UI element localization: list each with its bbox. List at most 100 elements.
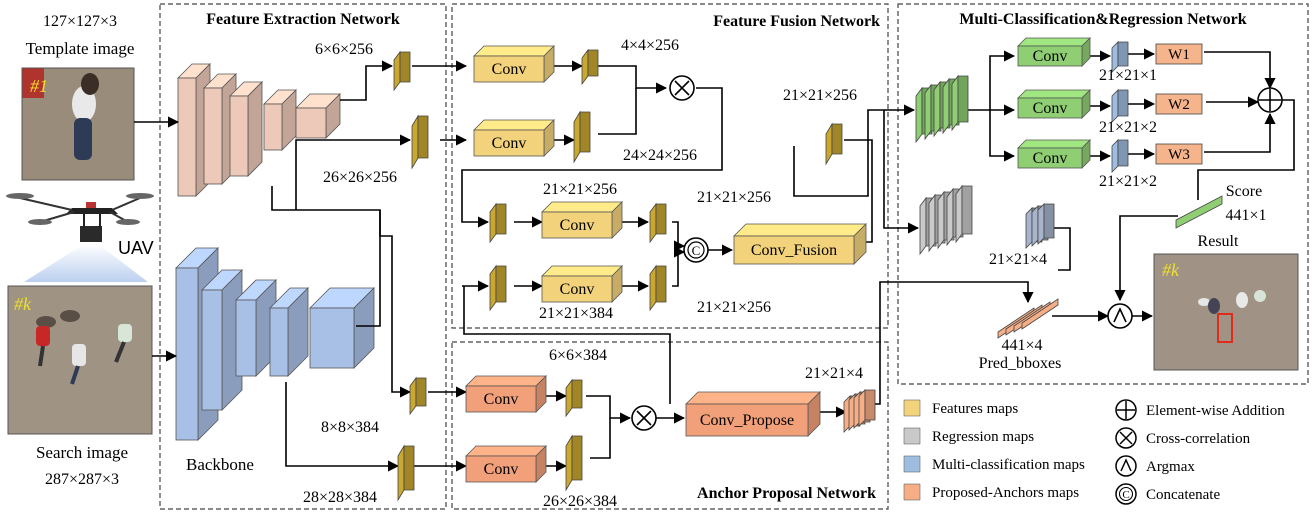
feature-extraction-frame — [159, 3, 447, 510]
fusion-conv-3-label: Conv — [560, 217, 595, 234]
template-branch-layers — [177, 63, 341, 197]
fusion-dims-d: 21×21×256 — [697, 189, 771, 206]
conv-propose-block-label: Conv_Propose — [700, 412, 794, 429]
fusion-dims-e: 21×21×384 — [539, 305, 613, 322]
fusion-concatenate-op: C — [683, 237, 709, 263]
pred-bbox-plate-4 — [1021, 298, 1059, 330]
feature-extraction-title: Feature Extraction Network — [206, 11, 400, 28]
search-tag: #k — [14, 294, 32, 314]
fusion-conv-1-label: Conv — [492, 61, 527, 78]
pred-dims: 441×4 — [1001, 337, 1042, 354]
pred-label: Pred_bboxes — [979, 355, 1062, 372]
fusion-conv-4: Conv — [541, 265, 623, 303]
classification-map-5 — [951, 74, 969, 132]
s2-dims: 28×28×384 — [303, 489, 377, 506]
template-tag: #1 — [30, 76, 48, 96]
class-map-1 — [1111, 41, 1129, 73]
uav-drone-icon — [6, 193, 154, 242]
t1-dims: 6×6×256 — [315, 41, 373, 58]
mcr-conv-3: Conv — [1017, 139, 1091, 169]
fusion-map-a — [581, 48, 599, 86]
fusion-dims-a: 4×4×256 — [621, 37, 679, 54]
fusion-map-e1 — [489, 264, 507, 312]
score-label: Score — [1226, 183, 1262, 200]
weight-2: W2 — [1155, 93, 1203, 115]
search-dims: 287×287×3 — [45, 471, 119, 488]
anchor-cross-correlation-op — [631, 405, 657, 431]
anchor-proposal-title: Anchor Proposal Network — [697, 485, 876, 502]
operator-nodes: C — [631, 75, 1283, 431]
svg-text:C: C — [1122, 489, 1129, 501]
proposed-map-4 — [858, 389, 876, 427]
element-wise-addition-op — [1257, 87, 1283, 113]
anchor-map-b — [565, 434, 583, 492]
score-dims: 441×1 — [1225, 207, 1266, 224]
anchor-map-a — [565, 378, 583, 418]
anchor-dims-c: 21×21×4 — [805, 365, 863, 382]
anchor-conv-1: Conv — [465, 375, 547, 413]
mcr-frame — [897, 3, 1309, 385]
conv-fusion-block-label: Conv_Fusion — [751, 242, 837, 259]
svg-text:C: C — [692, 243, 701, 258]
t2-map — [411, 114, 429, 170]
conv-fusion-block: Conv_Fusion — [733, 223, 867, 265]
weight-3: W3 — [1155, 143, 1203, 165]
weight-1-label: W1 — [1168, 47, 1190, 63]
legend-item-7: Argmax — [1115, 455, 1195, 477]
s1-dims: 8×8×384 — [321, 419, 379, 436]
uav-view-cone — [24, 244, 148, 282]
weight-2-label: W2 — [1168, 97, 1190, 113]
search-image — [7, 285, 153, 435]
weight-3-label: W3 — [1168, 147, 1190, 163]
fusion-map-c1 — [489, 202, 507, 244]
argmax-op — [1107, 303, 1133, 329]
fusion-dims-f: 21×21×256 — [697, 299, 771, 316]
extract-layer-4 — [263, 89, 297, 151]
fusion-map-g — [825, 122, 843, 166]
template-image — [21, 67, 135, 181]
mcr-conv-1-label: Conv — [1033, 48, 1068, 65]
legend-item-8: C Concatenate — [1115, 483, 1220, 505]
weight-1: W1 — [1155, 43, 1203, 65]
fusion-dims-g: 21×21×256 — [783, 87, 857, 104]
legend-label-6: Cross-correlation — [1146, 431, 1251, 447]
legend-item-2: Regression maps — [903, 427, 1034, 445]
fusion-dims-b: 24×24×256 — [623, 147, 697, 164]
result-image — [1153, 253, 1299, 371]
legend-label-4: Proposed-Anchors maps — [932, 485, 1079, 501]
mcr-conv-1: Conv — [1017, 37, 1091, 67]
circled-times-icon — [1115, 427, 1137, 449]
fusion-conv-1: Conv — [473, 45, 555, 83]
fusion-map-c2 — [649, 202, 667, 244]
search-label: Search image — [36, 443, 128, 462]
fusion-dims-c: 21×21×256 — [543, 181, 617, 198]
features-maps-swatch — [903, 399, 921, 417]
legend-label-8: Concatenate — [1146, 487, 1220, 503]
proposed-anchors-maps-swatch — [903, 483, 921, 501]
result-tag: #k — [1162, 260, 1180, 280]
legend-item-1: Features maps — [903, 399, 1018, 417]
mcr-conv-2: Conv — [1017, 89, 1091, 119]
conv-blocks: ConvConvConvConvConv_FusionConvConvConv_… — [465, 37, 1203, 483]
fusion-conv-3: Conv — [541, 201, 623, 239]
fusion-cross-correlation-op — [669, 75, 695, 101]
extract-layer-3 — [229, 81, 263, 177]
uav-label: UAV — [118, 238, 154, 258]
legend-label-7: Argmax — [1146, 459, 1195, 475]
backbone-label: Backbone — [186, 455, 254, 474]
feature-fusion-frame — [451, 3, 889, 329]
class-map-3 — [1111, 139, 1129, 173]
reg-dims: 21×21×4 — [989, 251, 1047, 268]
circled-c-icon: C — [1115, 483, 1137, 505]
anchor-dims-a: 6×6×384 — [549, 347, 607, 364]
circled-wedge-icon — [1115, 455, 1137, 477]
legend-item-3: Multi-classification maps — [903, 455, 1085, 473]
mcr-conv-3-label: Conv — [1033, 150, 1068, 167]
class-map-2 — [1111, 89, 1129, 123]
template-dims: 127×127×3 — [43, 13, 117, 30]
result-label: Result — [1198, 233, 1239, 250]
class-dims-2: 21×21×2 — [1099, 119, 1157, 136]
multi-classification-maps-swatch — [903, 455, 921, 473]
class-dims-1: 21×21×1 — [1099, 67, 1157, 84]
